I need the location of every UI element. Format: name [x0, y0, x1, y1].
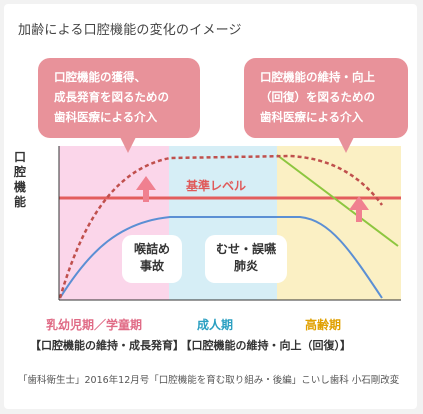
note-choking-line: 喉詰め [133, 242, 170, 256]
decline-line [276, 154, 399, 247]
note-aspiration-line: むせ・誤嚥 [215, 242, 276, 256]
callout-right-line: （回復）を図るための [260, 90, 375, 104]
callout-left-tail [120, 137, 136, 153]
callout-right-tail [338, 137, 354, 153]
callout-left: 口腔機能の獲得、 成長発育を図るための 歯科医療による介入 [38, 58, 200, 138]
callout-right: 口腔機能の維持・向上 （回復）を図るための 歯科医療による介入 [244, 58, 408, 138]
note-choking: 喉詰め 事故 [122, 235, 182, 283]
stage-adult-label: 成人期 [197, 318, 234, 332]
actual-function-curve [59, 216, 383, 299]
y-axis-label-char: 機 [13, 180, 26, 194]
callout-left-line: 口腔機能の獲得、 [54, 70, 146, 84]
callout-right-line: 口腔機能の維持・向上 [260, 70, 375, 84]
stage-elderly-label: 高齢期 [305, 318, 342, 332]
phase-brackets: 【口腔機能の維持・成長発育】【口腔機能の維持・向上（回復）】 [30, 337, 353, 353]
figure-title: 加齢による口腔機能の変化のイメージ [18, 23, 242, 38]
source-citation: 「歯科衛生士」2016年12月号「口腔機能を育む取り組み・後編」こいし歯科 小石… [18, 375, 400, 386]
y-axis-label-char: 能 [13, 195, 26, 209]
callout-right-line: 歯科医療による介入 [260, 110, 364, 124]
stage-child-label: 乳幼児期／学童期 [46, 318, 143, 332]
bracket-recovery: 【口腔機能の維持・向上（回復）】 [186, 339, 351, 352]
ideal-function-curve [58, 154, 384, 299]
note-choking-line: 事故 [139, 259, 164, 273]
y-axis-label: 口 腔 機 能 [12, 150, 28, 210]
callout-left-line: 成長発育を図るための [54, 90, 169, 104]
baseline-label: 基準レベル [186, 179, 247, 193]
y-axis-label-char: 口 [13, 150, 26, 164]
intervention-arrow-left [136, 176, 156, 202]
note-aspiration-line: 肺炎 [233, 259, 258, 273]
callout-left-line: 歯科医療による介入 [54, 110, 158, 124]
note-aspiration: むせ・誤嚥 肺炎 [205, 235, 287, 283]
y-axis-label-char: 腔 [13, 165, 26, 179]
intervention-arrow-right [349, 196, 369, 222]
bracket-growth: 【口腔機能の維持・成長発育】 [30, 339, 184, 352]
